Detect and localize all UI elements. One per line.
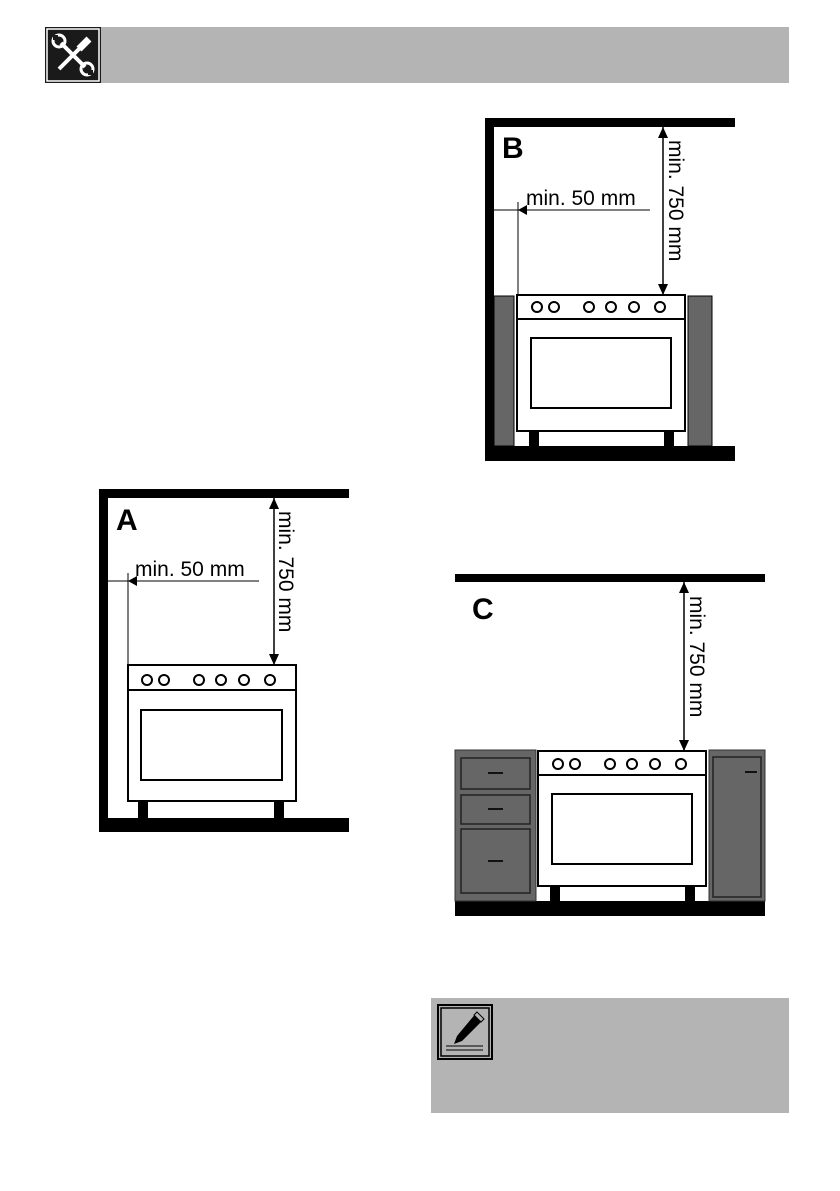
note-box (431, 998, 789, 1113)
cabinet-right (688, 296, 712, 446)
floor (99, 818, 349, 832)
ceiling-wall (99, 489, 349, 498)
top-clearance-label: min. 750 mm (664, 140, 687, 261)
ceiling-wall (455, 574, 765, 582)
installation-diagram-b: B min. 50 mm min. 750 mm (485, 118, 737, 463)
ceiling-wall (485, 118, 735, 127)
cabinet-right (709, 750, 765, 901)
figure-label-a: A (116, 504, 138, 537)
side-clearance-label: min. 50 mm (526, 187, 636, 210)
section-header-bar (45, 27, 789, 83)
installation-diagram-c: C min. 750 mm (455, 574, 767, 919)
installation-diagram-a: A min. 50 mm min. 750 mm (99, 489, 351, 834)
tools-icon (45, 27, 101, 83)
side-wall (99, 489, 108, 832)
side-clearance-label: min. 50 mm (135, 558, 245, 581)
pencil-note-icon (437, 1004, 493, 1060)
cabinet-left (455, 750, 536, 901)
side-wall (485, 118, 494, 461)
top-clearance-label: min. 750 mm (685, 596, 708, 717)
cooker-outline (538, 751, 706, 901)
floor (455, 901, 765, 916)
floor (485, 446, 735, 461)
top-clearance-label: min. 750 mm (274, 511, 297, 632)
figure-label-c: C (472, 593, 494, 626)
cooker-outline (517, 295, 685, 446)
cooker-outline (128, 665, 296, 818)
cabinet-left (494, 296, 514, 446)
figure-label-b: B (502, 132, 524, 165)
